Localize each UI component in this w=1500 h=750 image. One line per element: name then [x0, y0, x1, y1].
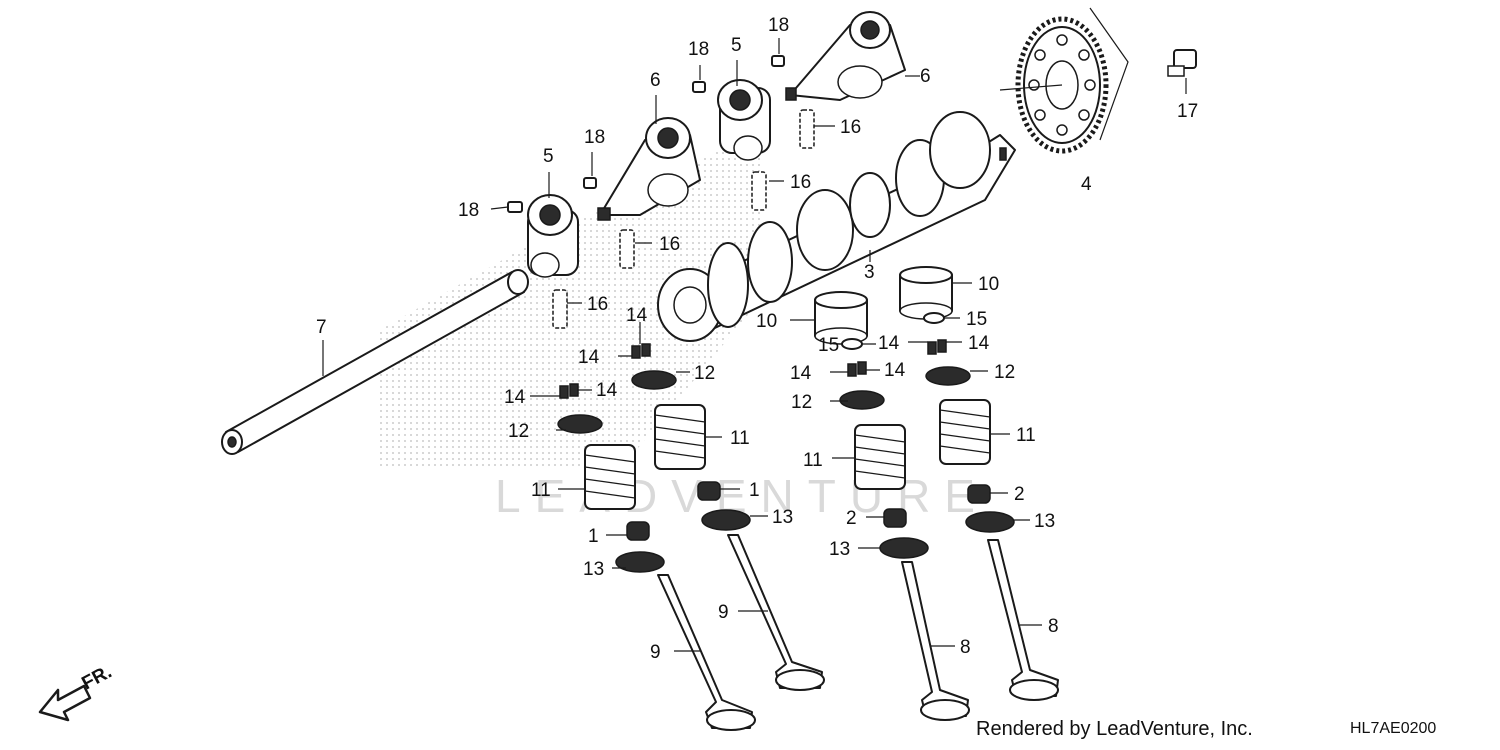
spring-seat-13-a[interactable]	[615, 551, 665, 573]
callout-18: 18	[458, 200, 479, 221]
callout-14: 14	[626, 305, 648, 326]
callout-1: 1	[588, 526, 599, 547]
rocker-arm-5-left[interactable]	[527, 194, 579, 278]
front-arrow-icon	[38, 684, 92, 722]
retainer-12-c[interactable]	[839, 390, 885, 410]
render-credit: Rendered by LeadVenture, Inc.	[976, 718, 1253, 740]
callout-6: 6	[920, 66, 931, 87]
callout-3: 3	[864, 262, 875, 283]
exhaust-valve-8-a[interactable]	[901, 561, 970, 721]
spring-pin-16-a[interactable]	[552, 289, 568, 329]
stem-seal-1-a[interactable]	[626, 521, 650, 541]
callout-12: 12	[791, 392, 812, 413]
valve-spring-11-b[interactable]	[654, 404, 706, 470]
callout-13: 13	[829, 539, 850, 560]
callout-16: 16	[840, 117, 861, 138]
callout-14: 14	[596, 380, 618, 401]
tappet-10-right[interactable]	[899, 266, 953, 320]
camshaft[interactable]	[657, 111, 1016, 342]
callout-15: 15	[966, 309, 987, 330]
cotter-14-d[interactable]	[927, 339, 947, 355]
spring-pin-16-b[interactable]	[619, 229, 635, 269]
sprocket-bolt[interactable]	[1167, 49, 1197, 77]
rocker-shaft[interactable]	[221, 269, 529, 455]
callout-13: 13	[1034, 511, 1055, 532]
valve-spring-11-c[interactable]	[854, 424, 906, 490]
callout-5: 5	[543, 146, 554, 167]
callout-10: 10	[978, 274, 999, 295]
callout-6: 6	[650, 70, 661, 91]
callout-9: 9	[650, 642, 661, 663]
callout-11: 11	[730, 428, 750, 449]
callout-5: 5	[731, 35, 742, 56]
callout-11: 11	[1016, 425, 1036, 446]
retainer-12-d[interactable]	[925, 366, 971, 386]
pin-18-a[interactable]	[507, 201, 523, 213]
callout-14: 14	[578, 347, 600, 368]
callout-16: 16	[659, 234, 680, 255]
callout-2: 2	[846, 508, 857, 529]
cotter-14-a[interactable]	[631, 343, 651, 359]
callout-4: 4	[1081, 174, 1092, 195]
spring-pin-16-c[interactable]	[751, 171, 767, 211]
callout-14: 14	[884, 360, 906, 381]
callout-18: 18	[584, 127, 605, 148]
valve-spring-11-d[interactable]	[939, 399, 991, 465]
rocker-arm-5-right[interactable]	[717, 79, 771, 161]
callout-11: 11	[803, 450, 823, 471]
spring-pin-16-d[interactable]	[799, 109, 815, 149]
shim-15-right[interactable]	[923, 312, 945, 324]
cotter-14-c[interactable]	[847, 361, 867, 377]
callout-9: 9	[718, 602, 729, 623]
callout-8: 8	[960, 637, 971, 658]
retainer-12-a[interactable]	[631, 370, 677, 390]
pin-18-c[interactable]	[692, 81, 706, 93]
shim-15-left[interactable]	[841, 338, 863, 350]
spring-seat-13-c[interactable]	[879, 537, 929, 559]
callout-8: 8	[1048, 616, 1059, 637]
callout-16: 16	[587, 294, 608, 315]
retainer-12-b[interactable]	[557, 414, 603, 434]
callout-18: 18	[688, 39, 709, 60]
rocker-arm-6-left[interactable]	[597, 117, 701, 221]
valve-spring-11-a[interactable]	[584, 444, 636, 510]
callout-14: 14	[968, 333, 990, 354]
callout-17: 17	[1177, 101, 1198, 122]
stem-seal-2-a[interactable]	[883, 508, 907, 528]
stem-seal-2-b[interactable]	[967, 484, 991, 504]
callout-7: 7	[316, 317, 327, 338]
intake-valve-9-a[interactable]	[657, 574, 756, 731]
callout-11: 11	[531, 480, 551, 501]
spring-seat-13-d[interactable]	[965, 511, 1015, 533]
pin-18-d[interactable]	[771, 55, 785, 67]
callout-14: 14	[878, 333, 900, 354]
callout-13: 13	[583, 559, 604, 580]
tappet-10-left[interactable]	[814, 291, 868, 345]
diagram-code: HL7AE0200	[1350, 720, 1437, 737]
intake-valve-9-b[interactable]	[727, 534, 825, 691]
callout-16: 16	[790, 172, 811, 193]
callout-10: 10	[756, 311, 777, 332]
cotter-14-b[interactable]	[559, 383, 579, 399]
callout-14: 14	[504, 387, 526, 408]
callout-12: 12	[994, 362, 1015, 383]
callout-12: 12	[508, 421, 529, 442]
pin-18-b[interactable]	[583, 177, 597, 189]
callout-15: 15	[818, 335, 839, 356]
callout-2: 2	[1014, 484, 1025, 505]
rocker-arm-6-right[interactable]	[785, 11, 906, 101]
stem-seal-1-b[interactable]	[697, 481, 721, 501]
spring-seat-13-b[interactable]	[701, 509, 751, 531]
callout-14: 14	[790, 363, 812, 384]
exhaust-valve-8-b[interactable]	[987, 539, 1059, 701]
callout-18: 18	[768, 15, 789, 36]
callout-12: 12	[694, 363, 715, 384]
callout-1: 1	[749, 480, 760, 501]
callout-13: 13	[772, 507, 793, 528]
